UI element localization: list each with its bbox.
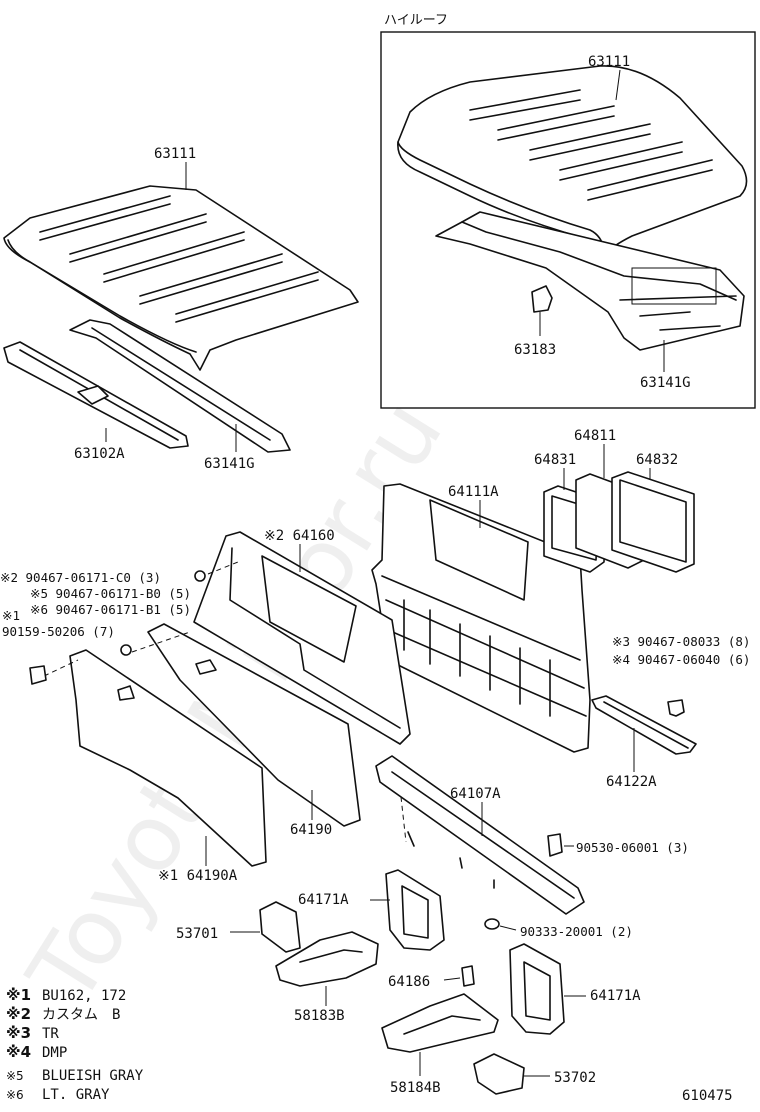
crossmember-drawing [375,755,585,915]
back-window-parts-drawing [543,471,695,573]
high-roof-panel-drawing [397,65,748,263]
trim-board-drawing [193,531,411,745]
high-roof-rail-drawing [435,211,745,351]
label-63102A: 63102A [74,446,125,462]
legend-text-6: LT. GRAY [42,1087,110,1103]
legend-key-1: ※1 [6,986,31,1004]
label-58184B: 58184B [390,1080,441,1096]
legend-key-2: ※2 [6,1005,31,1023]
inset-high-roof: ハイルーフ 63111 63183 63141G [380,13,756,409]
high-roof-clip-drawing [531,285,553,313]
legend: ※1 BU162, 172 ※2 カスタム B ※3 TR ※4 DMP ※5 … [6,986,144,1103]
roof-panel-drawing [3,185,359,371]
legend-key-4: ※4 [6,1043,31,1061]
label-53701: 53701 [176,926,218,942]
legend-key-3: ※3 [6,1024,31,1042]
fastener-callout-5: 90159-50206 (7) [2,624,115,639]
label-64190A: ※1 64190A [158,868,238,884]
legend-text-2: カスタム B [42,1007,120,1023]
insulator-alt-drawing [69,649,267,867]
label-64190: 64190 [290,822,332,838]
label-63111-high: 63111 [588,54,630,70]
label-63141G-high: 63141G [640,375,691,391]
fastener-callout-6: ※3 90467-08033 (8) [612,634,750,649]
reinforce-left-drawing [275,931,379,987]
fastener-callout-3: ※6 90467-06171-B1 (5) [30,602,191,617]
fastener-callout-4: ※1 [2,608,20,623]
label-64811: 64811 [574,428,616,444]
label-64160: ※2 64160 [264,528,335,544]
fastener-callout-9: 90333-20001 (2) [520,924,633,939]
bracket-right-drawing [509,943,565,1035]
fastener-callout-8: 90530-06001 (3) [576,840,689,855]
label-63111: 63111 [154,146,196,162]
label-64107A: 64107A [450,786,501,802]
bracket-small-drawing [461,965,475,987]
gusset-left-drawing [259,901,301,953]
legend-text-3: TR [42,1026,59,1042]
fastener-icons [29,570,685,930]
reinforce-right-drawing [381,993,499,1053]
roof-rail-drawing [69,319,291,453]
label-53702: 53702 [554,1070,596,1086]
label-64831: 64831 [534,452,576,468]
legend-key-5: ※5 [6,1069,24,1083]
label-63141G: 63141G [204,456,255,472]
label-64122A: 64122A [606,774,657,790]
legend-text-4: DMP [42,1045,67,1061]
label-64186: 64186 [388,974,430,990]
legend-key-6: ※6 [6,1088,24,1102]
fastener-callout-7: ※4 90467-06040 (6) [612,652,750,667]
page-code: 610475 [682,1088,733,1104]
bracket-left-drawing [385,869,445,951]
gusset-right-drawing [473,1053,525,1095]
label-64171A-right: 64171A [590,988,641,1004]
label-63183: 63183 [514,342,556,358]
fastener-callouts: ※2 90467-06171-C0 (3) ※5 90467-06171-B0 … [0,570,750,939]
fastener-callout-2: ※5 90467-06171-B0 (5) [30,586,191,601]
fastener-callout-1: ※2 90467-06171-C0 (3) [0,570,161,585]
label-64832: 64832 [636,452,678,468]
legend-text-1: BU162, 172 [42,988,126,1004]
front-header-drawing [3,341,189,449]
insulator-drawing [147,623,361,827]
back-panel-drawing [371,483,591,753]
legend-text-5: BLUEISH GRAY [42,1068,144,1084]
inset-title: ハイルーフ [384,13,448,28]
label-64111A: 64111A [448,484,499,500]
sill-board-drawing [591,695,697,755]
label-64171A-left: 64171A [298,892,349,908]
label-58183B: 58183B [294,1008,345,1024]
